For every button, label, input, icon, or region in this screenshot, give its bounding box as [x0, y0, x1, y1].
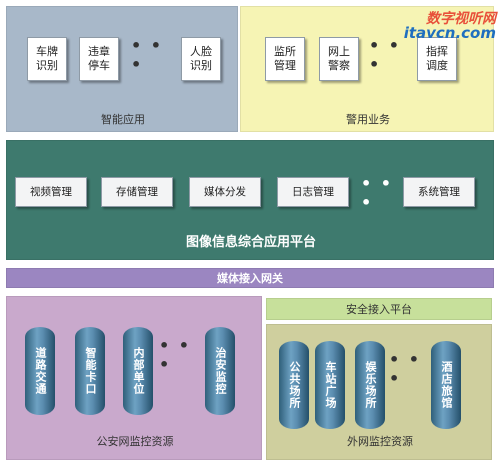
- station-square-cylinder: 车站广场: [315, 341, 345, 429]
- image-info-platform-panel: 视频管理 存储管理 媒体分发 日志管理 • • • 系统管理 图像信息综合应用平…: [6, 140, 494, 260]
- smart-checkpoint-label: 智能卡口: [84, 347, 97, 395]
- police-business-caption: 警用业务: [346, 113, 390, 126]
- internal-unit-label: 内部单位: [132, 347, 145, 395]
- external-network-resources-panel: 公共场所 车站广场 娱乐场所 • • • 酒店旅馆 外网监控资源: [266, 324, 492, 460]
- smart-application-caption: 智能应用: [101, 113, 145, 126]
- secure-access-platform: 安全接入平台: [266, 298, 492, 320]
- road-traffic-label: 道路交通: [34, 347, 47, 395]
- parking-violation-card: 违章 停车: [79, 37, 119, 81]
- entertainment-venues-label: 娱乐场所: [364, 361, 377, 409]
- face-recognition-card: 人脸 识别: [181, 37, 221, 81]
- media-access-gateway: 媒体接入网关: [6, 268, 494, 288]
- hotels-cylinder: 酒店旅馆: [431, 341, 461, 429]
- system-management-module: 系统管理: [403, 177, 475, 207]
- secure-access-label: 安全接入平台: [346, 303, 412, 316]
- road-traffic-cylinder: 道路交通: [25, 327, 55, 415]
- public-security-monitoring-label: 治安监控: [214, 347, 227, 395]
- media-gateway-label: 媒体接入网关: [217, 272, 283, 285]
- internal-unit-cylinder: 内部单位: [123, 327, 153, 415]
- platform-title: 图像信息综合应用平台: [185, 235, 316, 250]
- station-square-label: 车站广场: [324, 361, 337, 409]
- external-net-ellipsis: • • •: [389, 350, 422, 388]
- public-net-ellipsis: • • •: [159, 336, 192, 374]
- public-net-caption: 公安网监控资源: [96, 435, 174, 448]
- smart-app-ellipsis: • • •: [131, 36, 164, 74]
- watermark-url: itavcn.com: [403, 24, 496, 42]
- entertainment-venues-cylinder: 娱乐场所: [355, 341, 385, 429]
- command-dispatch-card: 指挥 调度: [417, 37, 457, 81]
- platform-ellipsis: • • •: [361, 174, 394, 212]
- police-business-panel: 监所 管理 网上 警察 • • • 指挥 调度 警用业务: [240, 6, 494, 132]
- log-management-module: 日志管理: [277, 177, 349, 207]
- media-distribution-module: 媒体分发: [189, 177, 261, 207]
- watermark-title: 数字视听网: [426, 11, 496, 27]
- smart-application-panel: 车牌 识别 违章 停车 • • • 人脸 识别 智能应用: [6, 6, 238, 132]
- smart-checkpoint-cylinder: 智能卡口: [75, 327, 105, 415]
- storage-management-module: 存储管理: [101, 177, 173, 207]
- public-security-resources-panel: 道路交通 智能卡口 内部单位 • • • 治安监控 公安网监控资源: [6, 296, 262, 460]
- police-ellipsis: • • •: [369, 36, 402, 74]
- public-places-label: 公共场所: [288, 361, 301, 409]
- public-security-monitoring-cylinder: 治安监控: [205, 327, 235, 415]
- external-net-caption: 外网监控资源: [347, 435, 413, 448]
- public-places-cylinder: 公共场所: [279, 341, 309, 429]
- online-police-card: 网上 警察: [319, 37, 359, 81]
- hotels-label: 酒店旅馆: [440, 361, 453, 409]
- license-plate-recognition-card: 车牌 识别: [27, 37, 67, 81]
- detention-management-card: 监所 管理: [265, 37, 305, 81]
- video-management-module: 视频管理: [15, 177, 87, 207]
